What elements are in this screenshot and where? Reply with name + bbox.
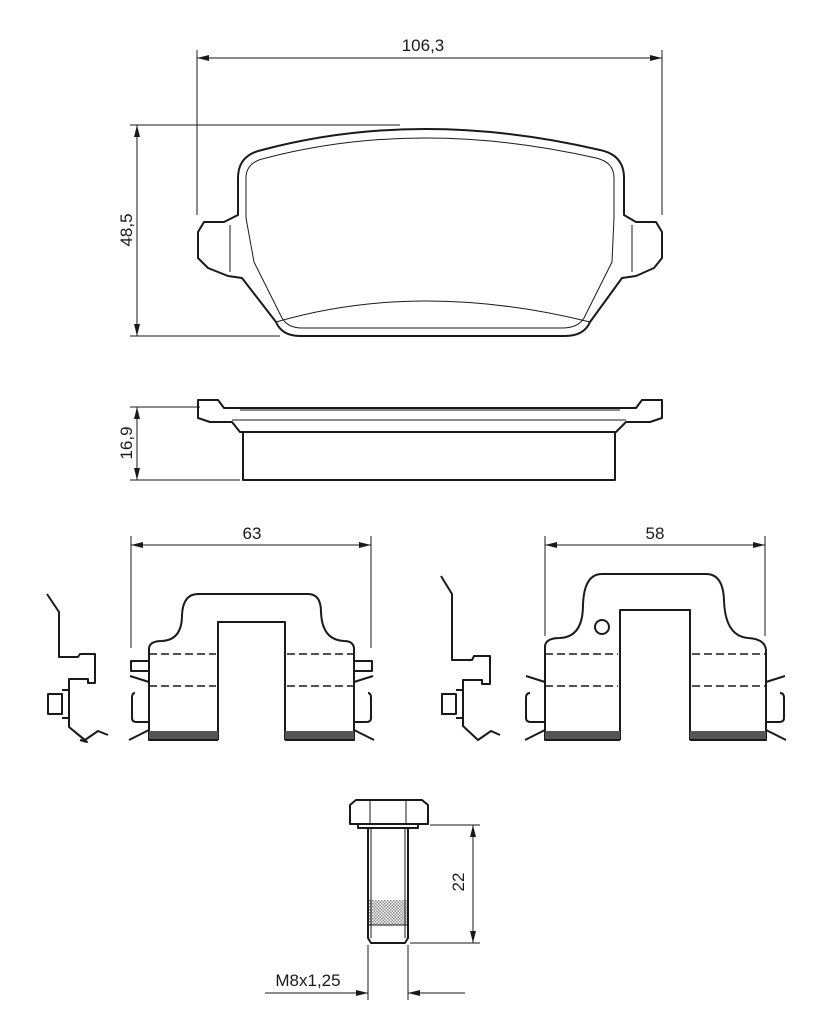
width-label: 106,3 [402, 36, 445, 55]
clip-right-width-label: 58 [646, 524, 665, 543]
dimension-width: 106,3 [196, 36, 663, 215]
clip-left-profile [46, 593, 109, 743]
clip-right-profile [440, 575, 501, 741]
pad-front-view [197, 128, 663, 337]
thickness-label: 16,9 [117, 426, 136, 459]
height-label: 48,5 [117, 213, 136, 246]
dimension-height: 48,5 [117, 124, 400, 337]
clip-right-front [524, 573, 787, 741]
dimension-thickness: 16,9 [117, 406, 240, 481]
bolt-length-label: 22 [449, 873, 468, 892]
clip-left-width-label: 63 [243, 524, 262, 543]
dimension-bolt-thread: M8x1,25 [265, 945, 465, 1000]
dimension-bolt-length: 22 [410, 824, 480, 944]
bolt [349, 799, 429, 944]
dimension-clip-right: 58 [544, 524, 766, 636]
bolt-thread-label: M8x1,25 [275, 971, 340, 990]
pad-side-view [197, 399, 663, 481]
dimension-clip-left: 63 [130, 524, 372, 648]
clip-left-front [128, 593, 375, 741]
